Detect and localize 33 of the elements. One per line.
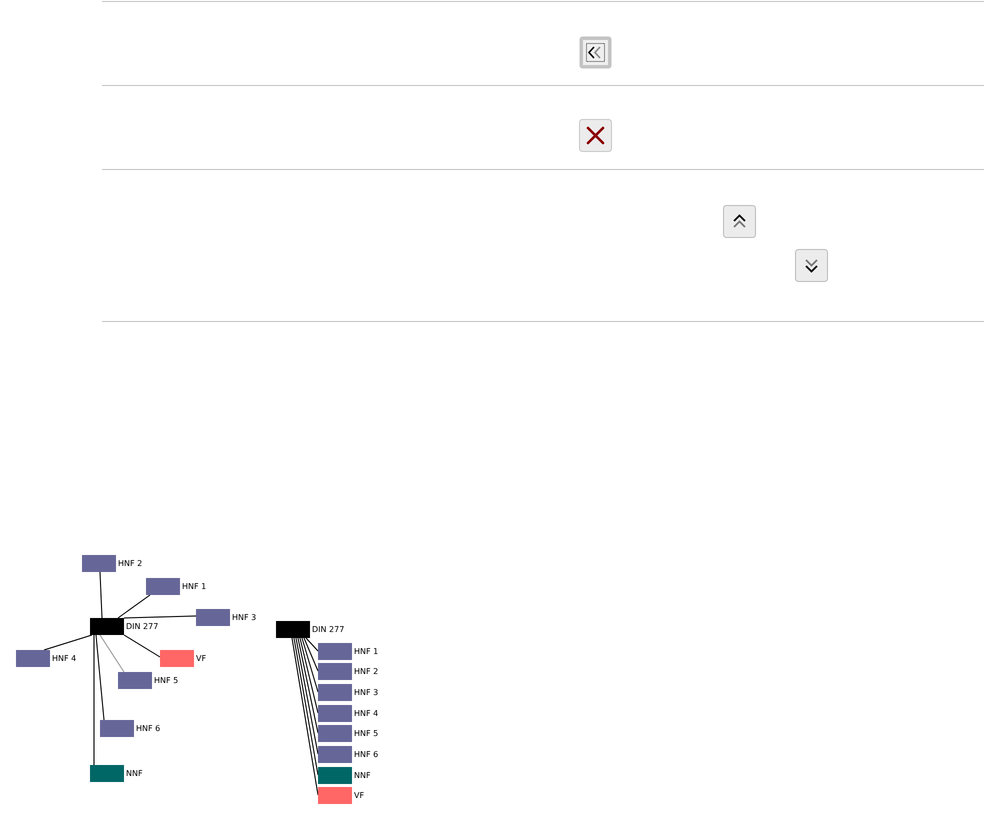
node-label: HNF 4 [52,654,76,664]
connector-line [124,616,196,618]
connector-line [298,638,318,734]
node-label: DIN 277 [312,624,344,634]
node-label: HNF 2 [118,558,142,568]
connector-line [294,638,318,776]
node-label: HNF 3 [354,688,378,698]
node-label: HNF 3 [232,612,256,622]
connector-line [302,638,318,692]
connector-line [100,634,124,672]
node-label: HNF 4 [354,708,378,718]
node-label: HNF 5 [154,676,178,686]
connector-line [124,634,160,658]
connector-line [44,634,92,650]
node-label: NNF [126,768,143,778]
node-label: NNF [354,770,371,780]
node-label: HNF 1 [354,646,378,656]
connector-line [100,572,102,618]
node-label: HNF 6 [354,750,378,760]
node-label: HNF 1 [182,582,206,592]
connector-line [292,638,318,796]
connector-line [304,638,318,672]
connector-line [96,634,104,720]
node-label: HNF 6 [136,724,160,734]
node-label: DIN 277 [126,622,158,632]
connector-line [300,638,318,714]
node-label: HNF 2 [354,666,378,676]
node-label: VF [354,790,364,800]
node-label: HNF 5 [354,728,378,738]
node-label: VF [196,654,206,664]
connector-line [118,594,150,618]
connector-line [306,638,318,652]
connector-line [296,638,318,754]
